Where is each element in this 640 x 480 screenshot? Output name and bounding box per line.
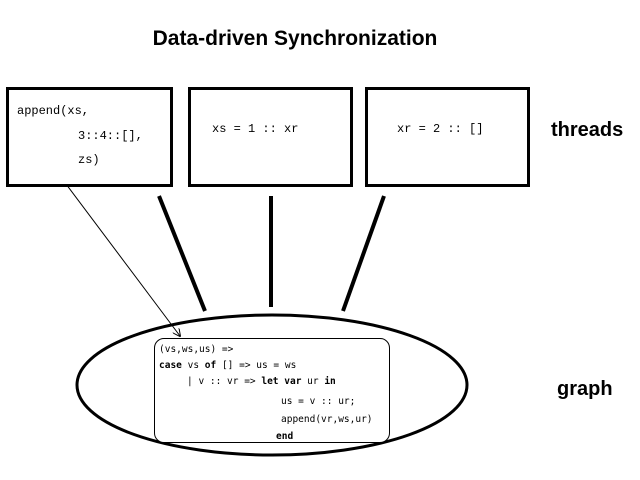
graph-code-box: (vs,ws,us) => case vs of [] => us = ws |… xyxy=(154,338,390,443)
thread-box-xs: xs = 1 :: xr xyxy=(188,87,353,187)
code-keyword-var: var xyxy=(284,376,302,387)
code-text: ur xyxy=(301,376,325,387)
code-keyword-of: of xyxy=(204,360,217,371)
thread1-line2: 3::4::[], xyxy=(78,129,143,143)
thread-box-append: append(xs, 3::4::[], zs) xyxy=(6,87,173,187)
code-keyword-case: case xyxy=(159,360,182,371)
thread1-connector xyxy=(157,195,207,312)
code-text: [] => us = ws xyxy=(216,360,297,371)
thread3-connector xyxy=(341,195,386,312)
code-line-3: | v :: vr => let var ur in xyxy=(187,376,336,388)
code-line-2: case vs of [] => us = ws xyxy=(159,360,296,372)
code-line-1: (vs,ws,us) => xyxy=(159,344,234,355)
thread2-line1: xs = 1 :: xr xyxy=(212,122,299,136)
code-text: | v :: vr => xyxy=(187,376,262,387)
code-line-4: us = v :: ur; xyxy=(281,396,356,407)
code-keyword-let: let xyxy=(261,376,279,387)
page-title: Data-driven Synchronization xyxy=(152,27,438,50)
thread1-line3: zs) xyxy=(78,153,100,167)
thread3-line1: xr = 2 :: [] xyxy=(397,122,484,136)
thread-box-xr: xr = 2 :: [] xyxy=(365,87,530,187)
code-keyword-end: end xyxy=(276,431,294,442)
code-keyword-in: in xyxy=(324,376,336,387)
graph-label: graph xyxy=(557,378,613,400)
code-text: vs xyxy=(181,360,205,371)
thread1-line1: append(xs, xyxy=(17,104,90,118)
code-line-5: append(vr,ws,ur) xyxy=(281,414,373,425)
threads-label: threads xyxy=(551,119,624,141)
